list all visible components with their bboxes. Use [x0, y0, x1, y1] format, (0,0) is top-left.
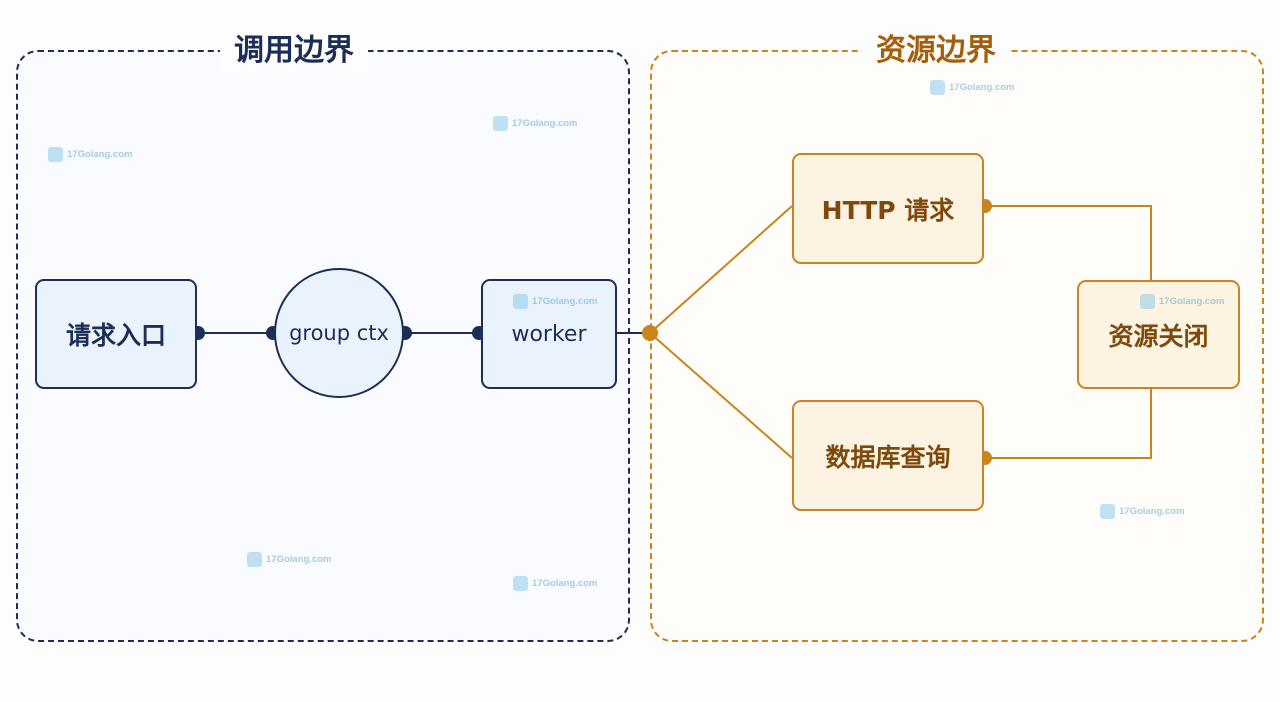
- logo-icon: [247, 552, 262, 567]
- dot-hub: [642, 325, 658, 341]
- connector-http-close: [985, 205, 1152, 280]
- watermark: 17Golang.com: [48, 147, 132, 162]
- logo-icon: [48, 147, 63, 162]
- logo-icon: [493, 116, 508, 131]
- watermark: 17Golang.com: [1140, 294, 1224, 309]
- logo-icon: [1140, 294, 1155, 309]
- watermark: 17Golang.com: [247, 552, 331, 567]
- logo-icon: [930, 80, 945, 95]
- db-query-node: 数据库查询: [792, 400, 984, 511]
- watermark: 17Golang.com: [513, 294, 597, 309]
- logo-icon: [1100, 504, 1115, 519]
- watermark: 17Golang.com: [513, 576, 597, 591]
- resource-close-node: 资源关闭: [1077, 280, 1240, 389]
- logo-icon: [513, 576, 528, 591]
- resource-boundary-title: 资源边界: [862, 30, 1010, 72]
- worker-node: worker: [481, 279, 617, 389]
- watermark: 17Golang.com: [930, 80, 1014, 95]
- watermark: 17Golang.com: [493, 116, 577, 131]
- connector-db-close: [985, 389, 1152, 459]
- watermark: 17Golang.com: [1100, 504, 1184, 519]
- http-request-node: HTTP 请求: [792, 153, 984, 264]
- request-entry-node: 请求入口: [35, 279, 197, 389]
- connector-hub-http: [649, 205, 793, 334]
- logo-icon: [513, 294, 528, 309]
- connector-hub-db: [649, 332, 793, 459]
- group-ctx-node: group ctx: [274, 268, 404, 398]
- call-boundary-title: 调用边界: [220, 30, 368, 72]
